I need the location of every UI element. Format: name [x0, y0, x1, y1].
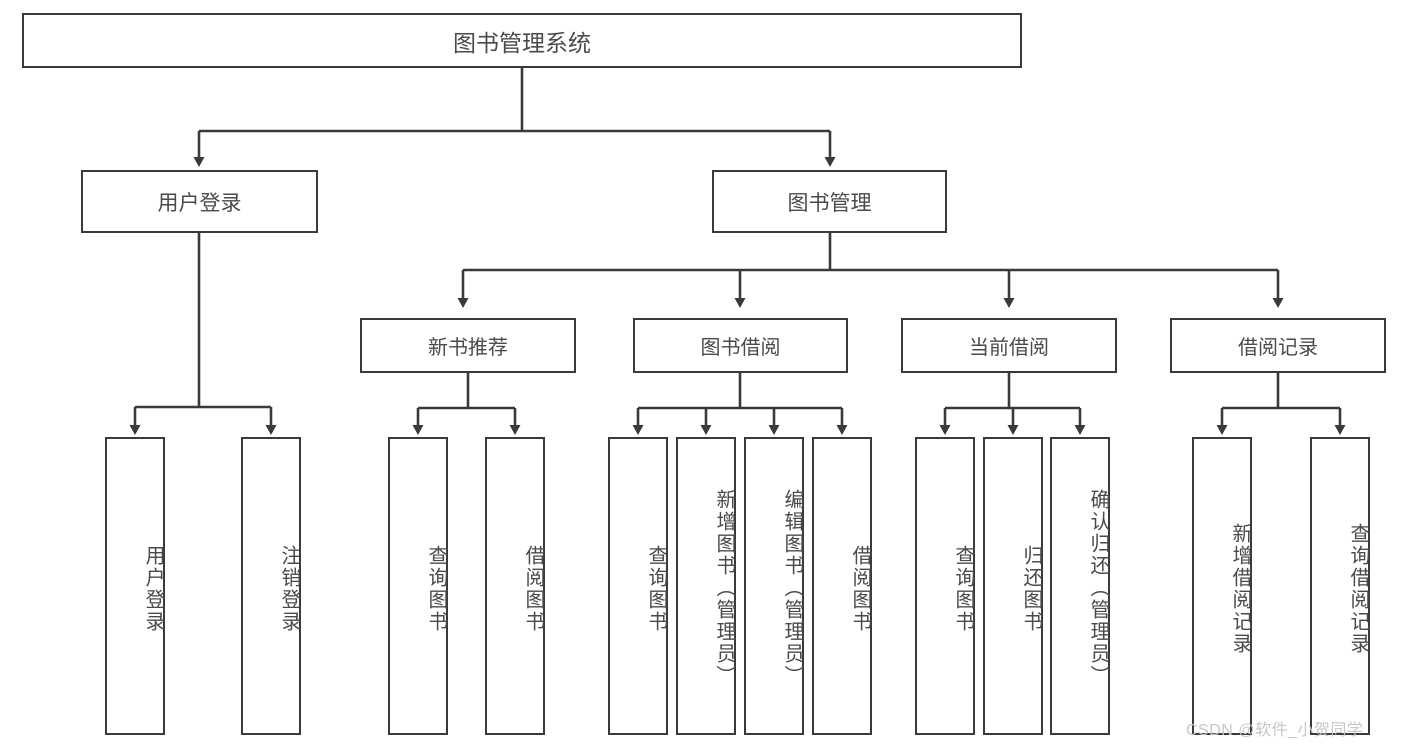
leaf-add-borrow-record[interactable]: 新增借阅记录: [1192, 437, 1252, 735]
leaf-query-book-recommend[interactable]: 查询图书: [388, 437, 448, 735]
leaf-query-borrow-record[interactable]: 查询借阅记录: [1310, 437, 1370, 735]
leaf-borrow-book[interactable]: 借阅图书: [812, 437, 872, 735]
leaf-edit-book-admin[interactable]: 编辑图书（管理员）: [744, 437, 804, 735]
node-book-borrow[interactable]: 图书借阅: [633, 318, 848, 373]
leaf-borrow-book-recommend[interactable]: 借阅图书: [485, 437, 545, 735]
csdn-watermark: CSDN @软件_小贺同学: [1186, 722, 1364, 739]
leaf-logout[interactable]: 注销登录: [241, 437, 301, 735]
node-book-management[interactable]: 图书管理: [712, 170, 947, 233]
leaf-return-book[interactable]: 归还图书: [983, 437, 1043, 735]
node-new-book-recommend[interactable]: 新书推荐: [360, 318, 576, 373]
node-borrow-record[interactable]: 借阅记录: [1170, 318, 1386, 373]
leaf-query-book-current[interactable]: 查询图书: [915, 437, 975, 735]
node-user-login[interactable]: 用户登录: [81, 170, 318, 233]
leaf-query-book-borrow[interactable]: 查询图书: [608, 437, 668, 735]
leaf-confirm-return-admin[interactable]: 确认归还（管理员）: [1050, 437, 1110, 735]
node-current-borrow[interactable]: 当前借阅: [901, 318, 1117, 373]
leaf-user-login[interactable]: 用户登录: [105, 437, 165, 735]
node-root-system[interactable]: 图书管理系统: [22, 13, 1022, 68]
leaf-add-book-admin[interactable]: 新增图书（管理员）: [676, 437, 736, 735]
